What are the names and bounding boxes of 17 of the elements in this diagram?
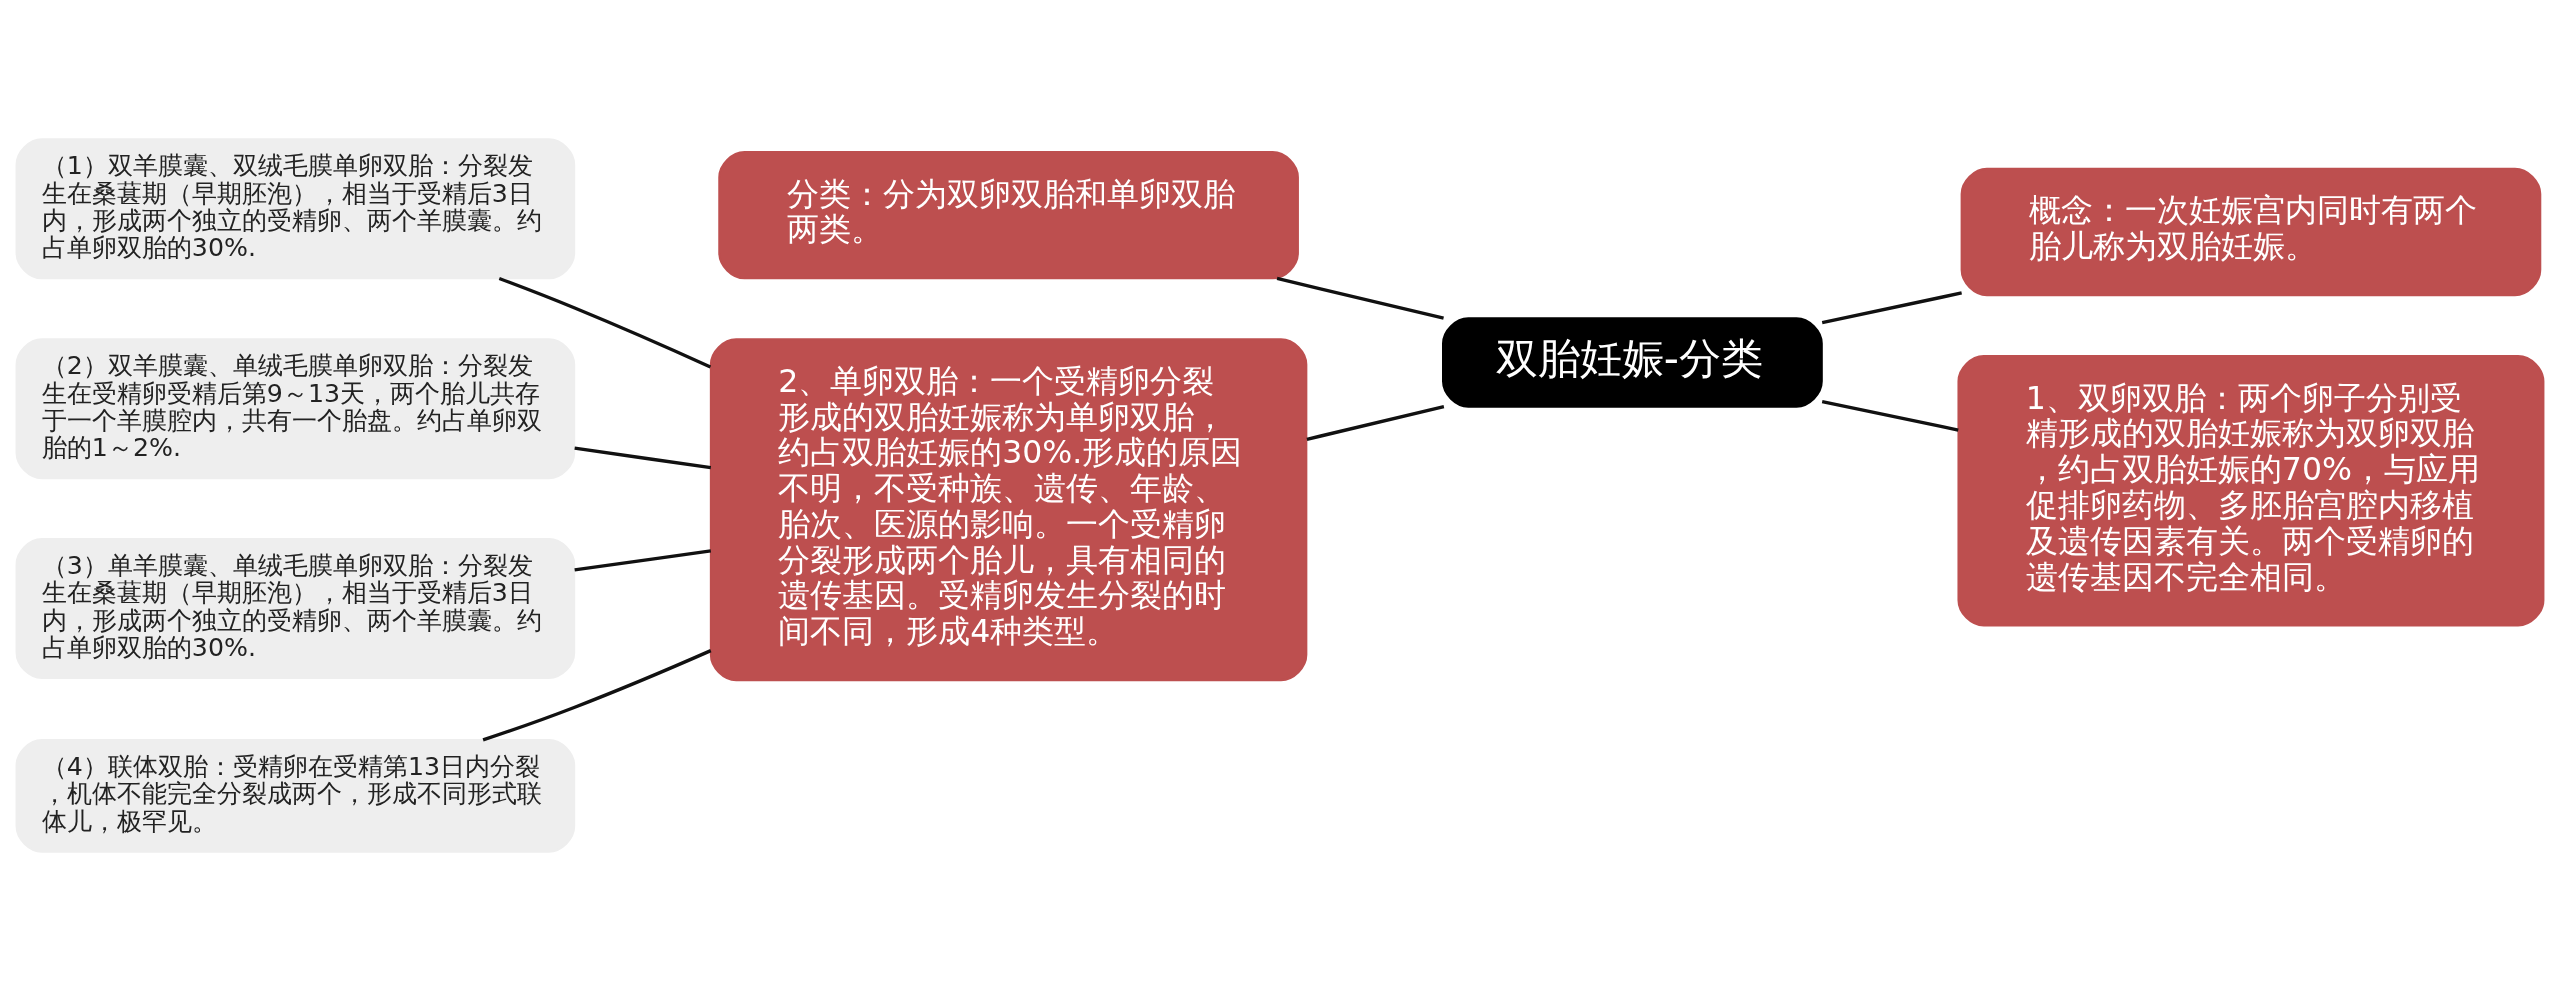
node-box: 2、单卵双胎：一个受精卵分裂形成的双胎妊娠称为单卵双胎，约占双胎妊娠的30%.形成的原因不明，不受种族、遗传、年龄、胎次、医源的影响。一个受精卵分裂形成两个胎儿，具有相同的遗传基因。受精卵发生分裂的时间不同，形成4种类型。 bbox=[709, 337, 1308, 681]
connector bbox=[1821, 290, 1962, 324]
node-box: （3）单羊膜囊、单绒毛膜单卵双胎：分裂发生在桑葚期（早期胚泡），相当于受精后3日内，形成两个独立的受精卵、两个羊膜囊。约占单卵双胎的30%. bbox=[15, 537, 576, 679]
connector bbox=[1276, 276, 1444, 320]
node-box: 概念：一次妊娠宫内同时有两个胎儿称为双胎妊娠。 bbox=[1960, 167, 2542, 296]
node-box: 双胎妊娠-分类 bbox=[1442, 316, 1823, 408]
connector bbox=[574, 446, 712, 469]
connector bbox=[498, 276, 712, 368]
node-box: （4）联体双胎：受精卵在受精第13日内分裂，机体不能完全分裂成两个，形成不同形式联体儿，极罕见。 bbox=[15, 738, 576, 853]
connector bbox=[482, 648, 712, 742]
node-box: 分类：分为双卵双胎和单卵双胎两类。 bbox=[718, 150, 1299, 279]
node-box: 1、双卵双胎：两个卵子分别受精形成的双胎妊娠称为双卵双胎，约占双胎妊娠的70%，与应用促排卵药物、多胚胎宫腔内移植及遗传因素有关。两个受精卵的遗传基因不完全相同。 bbox=[1957, 354, 2545, 626]
connector bbox=[574, 548, 712, 572]
node-box: （1）双羊膜囊、双绒毛膜单卵双胎：分裂发生在桑葚期（早期胚泡），相当于受精后3日内，形成两个独立的受精卵、两个羊膜囊。约占单卵双胎的30%. bbox=[15, 137, 576, 279]
connector bbox=[1306, 404, 1445, 441]
node-box: （2）双羊膜囊、单绒毛膜单卵双胎：分裂发生在受精卵受精后第9～13天，两个胎儿共存于一个羊膜腔内，共有一个胎盘。约占单卵双胎的1～2%. bbox=[15, 337, 576, 479]
connector bbox=[1821, 399, 1959, 432]
